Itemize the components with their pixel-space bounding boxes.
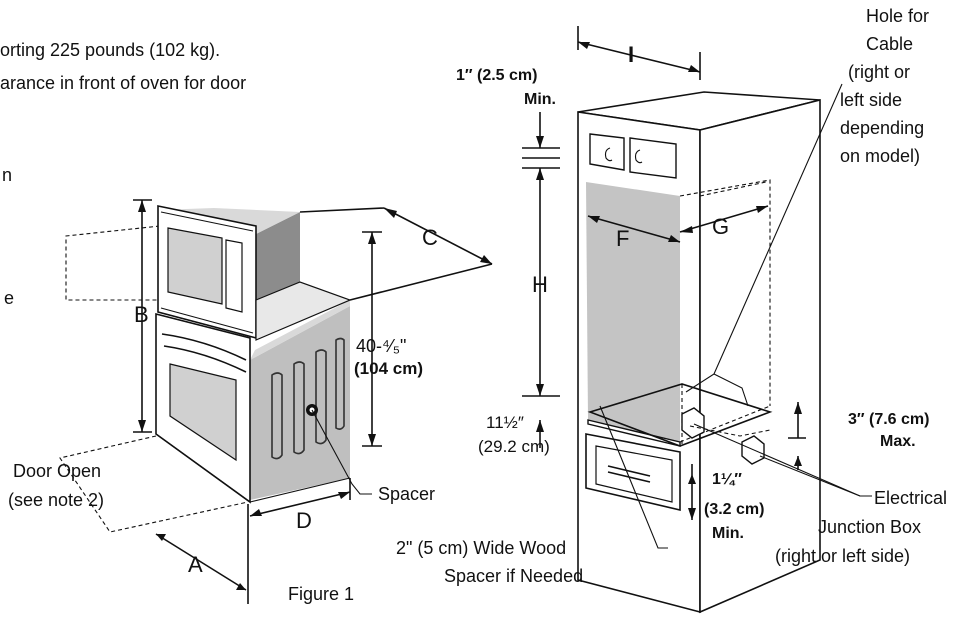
bottom-height-cm: (29.2 cm) <box>478 437 550 456</box>
dim-label-F: F <box>616 226 629 251</box>
bottom-height-in: 11½″ <box>486 413 524 432</box>
junction-box-label-3: (right or left side) <box>775 546 910 566</box>
min-gap-cm: (3.2 cm) <box>704 501 764 518</box>
intro-fragment-1: n <box>2 165 12 185</box>
min-gap-label: 1¼″ <box>712 471 742 488</box>
top-clearance-min: Min. <box>524 91 556 108</box>
door-open-label: Door Open <box>13 461 101 481</box>
intro-line-2: arance in front of oven for door <box>0 73 246 93</box>
max-gap-max: Max. <box>880 433 916 450</box>
wood-spacer-label-2: Spacer if Needed <box>444 566 583 586</box>
dim-label-A: A <box>188 552 203 577</box>
dim-label-H: H <box>532 272 548 297</box>
oven-drawing <box>59 205 352 533</box>
cable-hole-label-1: Hole for <box>866 6 929 26</box>
door-open-note: (see note 2) <box>8 490 104 510</box>
cable-hole-label-3: (right or <box>848 62 910 82</box>
cabinet-drawing <box>577 91 821 614</box>
dim-label-I: I <box>628 42 634 67</box>
dim-label-G: G <box>712 214 729 239</box>
top-clearance-label: 1″ (2.5 cm) <box>456 67 537 84</box>
left-dimension-lines <box>133 199 493 604</box>
cable-hole-label-2: Cable <box>866 34 913 54</box>
intro-fragment-2: e <box>4 288 14 308</box>
cable-hole-label-5: depending <box>840 118 924 138</box>
junction-box-label-2: Junction Box <box>818 517 921 537</box>
cable-hole-label-4: left side <box>840 90 902 110</box>
spacer-label: Spacer <box>378 484 435 504</box>
height-label-in: 40-⁴⁄₅" <box>356 336 406 356</box>
dim-label-B: B <box>134 302 149 327</box>
min-gap-min: Min. <box>712 525 744 542</box>
max-gap-label: 3″ (7.6 cm) <box>848 411 929 428</box>
figure-caption: Figure 1 <box>288 584 354 604</box>
intro-line-1: orting 225 pounds (102 kg). <box>0 40 220 60</box>
wood-spacer-label-1: 2" (5 cm) Wide Wood <box>396 538 566 558</box>
junction-box-label-1: Electrical <box>874 488 947 508</box>
right-dimension-lines <box>522 26 872 549</box>
dim-label-C: C <box>422 225 438 250</box>
height-label-cm: (104 cm) <box>354 359 423 378</box>
cable-hole-label-6: on model) <box>840 146 920 166</box>
dim-label-D: D <box>296 508 312 533</box>
